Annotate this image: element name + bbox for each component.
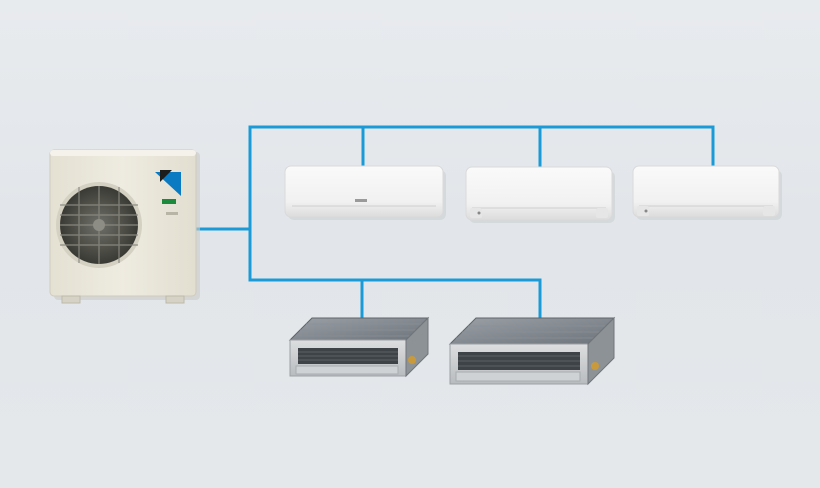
wall-unit-3-right-cap <box>763 206 775 216</box>
fan-grille-bars <box>60 186 138 264</box>
duct-unit-2-flange <box>455 371 581 382</box>
duct-unit-2-fitting <box>591 362 599 370</box>
wall-unit-2 <box>465 166 615 223</box>
outdoor-unit-top-edge <box>50 150 196 156</box>
duct-unit-1-fitting <box>408 356 416 364</box>
duct-unit-1-top <box>288 317 430 341</box>
wall-unit-2-right-cap <box>596 208 608 218</box>
wall-unit-3-left-cap <box>637 206 649 216</box>
duct-unit-1 <box>288 316 430 378</box>
wall-unit-2-left-cap <box>470 208 482 218</box>
wall-unit-3-body <box>632 165 780 218</box>
refrigerant-piping <box>194 125 715 320</box>
wall-unit-2-body <box>465 166 613 221</box>
duct-unit-1-opening-slats <box>298 351 398 361</box>
wall-unit-1-body <box>284 165 444 218</box>
duct-unit-1-top-ribs <box>296 323 422 337</box>
outdoor-unit-label <box>166 212 178 215</box>
duct-unit-2 <box>448 316 616 386</box>
wall-unit-3-indicator <box>644 209 648 213</box>
duct-unit-2-top <box>448 317 616 345</box>
outdoor-foot-left <box>61 295 81 304</box>
brand-logo-triangle <box>155 170 181 204</box>
duct-unit-2-top-ribs <box>456 325 606 339</box>
wall-unit-1 <box>284 165 446 220</box>
fan-hub <box>93 219 105 231</box>
duct-unit-1-flange <box>295 365 399 375</box>
outdoor-condenser-unit <box>49 149 200 304</box>
duct-unit-2-opening-slats <box>458 355 580 367</box>
outdoor-foot-right <box>165 295 185 304</box>
wall-unit-1-logo <box>355 199 367 202</box>
wall-unit-2-indicator <box>477 211 481 215</box>
wall-unit-3 <box>632 165 782 220</box>
